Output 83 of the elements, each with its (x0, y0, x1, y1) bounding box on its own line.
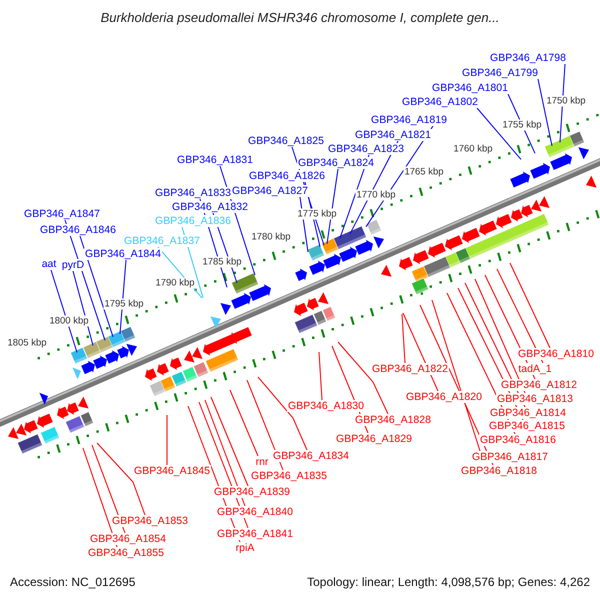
gene-label: GBP346_A1810 (517, 348, 595, 360)
gene-label: GBP346_A1815 (488, 420, 566, 432)
gene-label: GBP346_A1832 (171, 201, 249, 213)
leader-line (258, 376, 308, 450)
scale-label: 1775 kbp (296, 208, 338, 220)
scale-label: 1760 kbp (452, 144, 494, 154)
leader-line (230, 390, 258, 456)
gene-label: pyrD (60, 259, 86, 271)
gene-label: GBP346_A1801 (431, 82, 509, 94)
gene-label: GBP346_A1817 (471, 451, 549, 463)
gene-label: GBP346_A1836 (154, 215, 232, 227)
gene-label: GBP346_A1847 (23, 208, 101, 220)
gene-label: GBP346_A1826 (248, 170, 326, 182)
leader-line (474, 278, 526, 394)
gene-label: GBP346_A1799 (461, 67, 539, 79)
leader-line (538, 78, 552, 146)
scale-label: 1785 kbp (201, 256, 243, 268)
scale-label: 1800 kbp (48, 316, 90, 326)
gene-label: GBP346_A1802 (401, 96, 479, 108)
gene-label: GBP346_A1854 (89, 533, 167, 545)
accession-text: Accession: NC_012695 (10, 575, 136, 589)
leader-line (82, 448, 118, 548)
leader-line (338, 342, 388, 414)
diagram-title: Burkholderia pseudomallei MSHR346 chromosome I, complete gen... (100, 10, 500, 25)
leader-line (432, 300, 480, 452)
gene-label: GBP346_A1833 (154, 187, 232, 199)
leader-line (166, 414, 168, 466)
gene-label: rpiA (234, 542, 256, 554)
gene-label: rnr (254, 456, 270, 468)
genome-stats-text: Topology: linear; Length: 4,098,576 bp; Genes: 4,262 (307, 575, 590, 589)
gene-label: GBP346_A1855 (87, 547, 165, 559)
leader-line (402, 314, 406, 364)
gene-label: GBP346_A1824 (297, 157, 375, 169)
gene-label: GBP346_A1853 (111, 515, 189, 527)
gene-label: GBP346_A1845 (133, 465, 211, 477)
scale-label: 1770 kbp (355, 190, 397, 200)
scale-label: 1750 kbp (545, 96, 587, 106)
gene-label: GBP346_A1837 (123, 235, 201, 247)
gene-label: GBP346_A1819 (370, 114, 448, 126)
gene-label: GBP346_A1822 (371, 363, 449, 375)
scale-label: 1765 kbp (403, 166, 445, 178)
gene-label: GBP346_A1813 (496, 393, 574, 405)
gene-label: GBP346_A1828 (354, 414, 432, 426)
gene-label: GBP346_A1844 (84, 248, 162, 260)
gene-label: GBP346_A1835 (250, 470, 328, 482)
scale-label: 1795 kbp (103, 298, 145, 310)
gene-label: GBP346_A1814 (489, 407, 567, 419)
leader-line (120, 260, 126, 334)
leader-line (92, 444, 126, 534)
leader-line (496, 268, 544, 364)
gene-label: GBP346_A1839 (213, 486, 291, 498)
gene-label: GBP346_A1846 (39, 224, 117, 236)
gene-label: GBP346_A1818 (460, 465, 538, 477)
gene-label: GBP346_A1827 (231, 185, 309, 197)
leader-line (510, 262, 550, 348)
gene-label: GBP346_A1834 (272, 450, 350, 462)
gene-label: GBP346_A1820 (405, 391, 483, 403)
leader-line (50, 270, 78, 353)
gene-label: GBP346_A1812 (500, 379, 578, 391)
scale-label: 1790 kbp (154, 278, 196, 288)
leader-line (210, 396, 248, 486)
leader-line (318, 352, 322, 400)
leader-line (560, 64, 566, 143)
gene-label: GBP346_A1821 (354, 129, 432, 141)
scale-label: 1780 kbp (250, 232, 292, 242)
gene-label: GBP346_A1823 (327, 143, 405, 155)
leader-line (72, 270, 94, 346)
leader-line (80, 236, 114, 338)
leader-line (96, 442, 146, 516)
gene-label: GBP346_A1816 (479, 434, 557, 446)
gene-label: GBP346_A1825 (247, 135, 325, 147)
leader-line (476, 108, 522, 160)
leader-line (204, 400, 246, 506)
gene-label: GBP346_A1798 (489, 52, 567, 64)
gene-label: tadA_1 (517, 363, 553, 375)
gene-label: aat (40, 258, 58, 270)
gene-label: GBP346_A1841 (216, 528, 294, 540)
scale-label: 1805 kbp (6, 338, 48, 348)
scale-label: 1755 kbp (501, 120, 543, 130)
gene-label: GBP346_A1829 (335, 433, 413, 445)
gene-label: GBP346_A1840 (216, 506, 294, 518)
gene-label: GBP346_A1831 (176, 154, 254, 166)
gene-label: GBP346_A1830 (287, 400, 365, 412)
